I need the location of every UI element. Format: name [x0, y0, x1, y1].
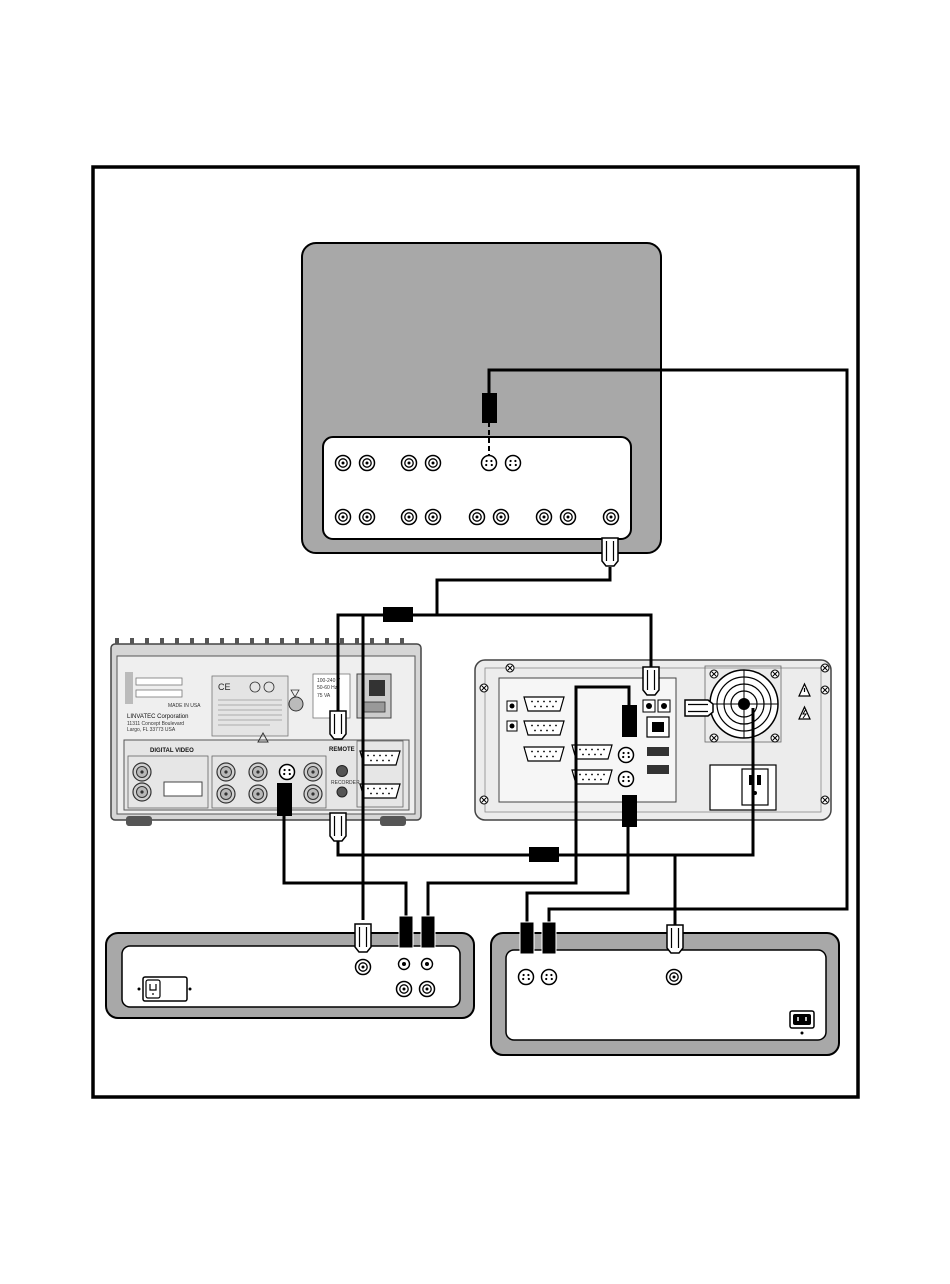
monitor-device — [302, 243, 661, 553]
computer-serial-port-icon — [524, 697, 564, 761]
frequency-label: 50-60 Hz — [317, 685, 338, 691]
digital-video-label: DIGITAL VIDEO — [150, 748, 194, 754]
usb-port-icon — [647, 747, 669, 756]
recorder-label: RECORDER — [331, 780, 360, 786]
bottom-left-device — [106, 933, 474, 1018]
dvi-port-icon — [164, 782, 202, 796]
power-rating-label: 75 VA — [317, 693, 331, 699]
s-video-plug — [482, 393, 497, 423]
ce-mark-icon: CE — [218, 682, 231, 692]
computer-power-inlet-icon — [742, 769, 768, 805]
bottom-left-power-inlet-icon — [138, 977, 192, 1001]
made-in-label: MADE IN USA — [168, 703, 201, 709]
company-address-line2: Largo, FL 33773 USA — [127, 727, 176, 733]
company-name: LINVATEC Corporation — [127, 714, 188, 720]
remote-label: REMOTE — [329, 747, 355, 753]
recorder-power-inlet-icon — [369, 680, 385, 696]
recorder-device: MADE IN USA CE LINVATEC Corporation 1131… — [111, 638, 421, 826]
